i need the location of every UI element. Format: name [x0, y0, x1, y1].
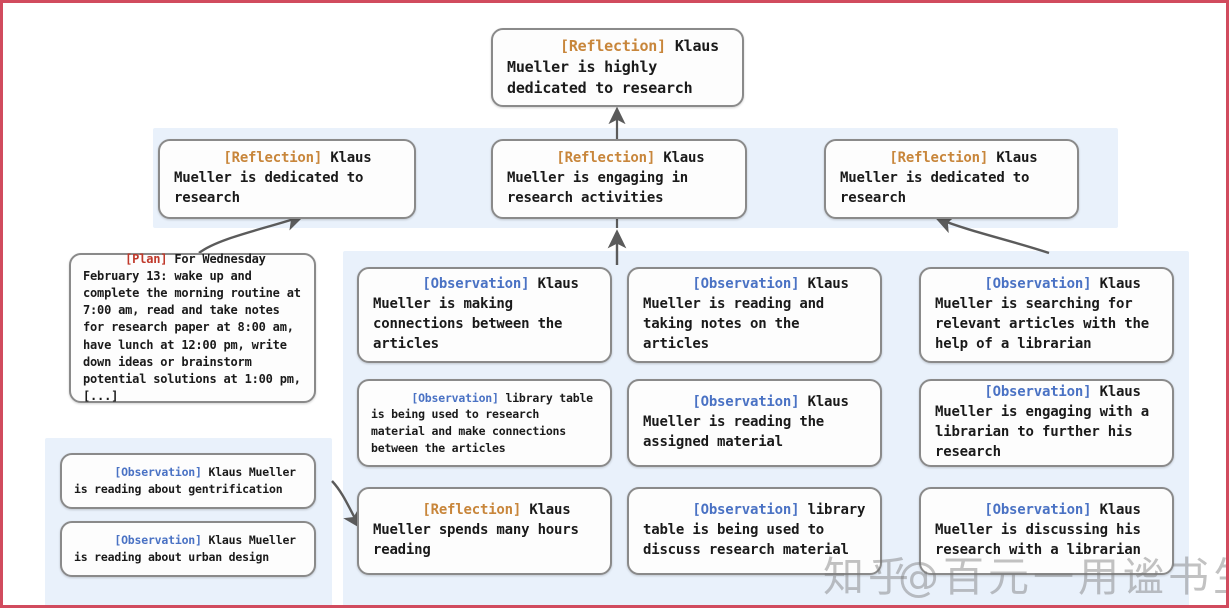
- node-col1-reflection[interactable]: [Reflection] Klaus Mueller spends many h…: [357, 487, 612, 575]
- node-text: Klaus Mueller is engaging with a librari…: [935, 384, 1158, 460]
- node-text: Klaus Mueller is dedicated to research: [174, 150, 380, 206]
- node-col1-observation-2[interactable]: [Observation] library table is being use…: [357, 379, 612, 467]
- tag-observation: [Observation]: [114, 533, 202, 548]
- tag-reflection: [Reflection]: [560, 36, 666, 55]
- tag-reflection: [Reflection]: [556, 150, 656, 167]
- node-bottomleft-observation-1[interactable]: [Observation] Klaus Mueller is reading a…: [60, 453, 316, 509]
- tag-observation: [Observation]: [411, 390, 499, 405]
- node-col3-observation-2[interactable]: [Observation] Klaus Mueller is engaging …: [919, 379, 1174, 467]
- node-text: Klaus Mueller is highly dedicated to res…: [507, 36, 728, 98]
- tag-observation: [Observation]: [984, 384, 1092, 401]
- node-col2-observation-1[interactable]: [Observation] Klaus Mueller is reading a…: [627, 267, 882, 363]
- node-plan[interactable]: [Plan] For Wednesday February 13: wake u…: [69, 252, 316, 403]
- node-text: Klaus Mueller is reading the assigned ma…: [643, 394, 857, 450]
- node-text: For Wednesday February 13: wake up and c…: [83, 252, 308, 403]
- node-text: Klaus Mueller is reading about urban des…: [74, 533, 303, 564]
- tag-observation: [Observation]: [692, 276, 800, 293]
- node-text: Klaus Mueller is making connections betw…: [373, 276, 587, 352]
- node-text: library table is being used to discuss r…: [643, 502, 874, 558]
- node-reflection-1[interactable]: [Reflection] Klaus Mueller is dedicated …: [158, 139, 416, 219]
- node-reflection-2[interactable]: [Reflection] Klaus Mueller is engaging i…: [491, 139, 747, 219]
- node-root-reflection[interactable]: [Reflection] Klaus Mueller is highly ded…: [491, 28, 744, 107]
- tag-plan: [Plan]: [125, 252, 168, 267]
- tag-reflection: [Reflection]: [889, 150, 989, 167]
- node-text: Klaus Mueller is searching for relevant …: [935, 276, 1158, 352]
- tag-observation: [Observation]: [692, 502, 800, 519]
- node-bottomleft-observation-2[interactable]: [Observation] Klaus Mueller is reading a…: [60, 521, 316, 577]
- node-text: Klaus Mueller is engaging in research ac…: [507, 150, 713, 206]
- node-col3-observation-3[interactable]: [Observation] Klaus Mueller is discussin…: [919, 487, 1174, 575]
- node-text: Klaus Mueller is reading and taking note…: [643, 276, 857, 352]
- tag-observation: [Observation]: [692, 394, 800, 411]
- tag-reflection: [Reflection]: [223, 150, 323, 167]
- node-text: Klaus Mueller is discussing his research…: [935, 502, 1149, 558]
- node-text: library table is being used to research …: [371, 390, 600, 455]
- node-col3-observation-1[interactable]: [Observation] Klaus Mueller is searching…: [919, 267, 1174, 363]
- node-text: Klaus Mueller is dedicated to research: [840, 150, 1046, 206]
- node-text: Klaus Mueller is reading about gentrific…: [74, 465, 303, 496]
- tag-observation: [Observation]: [422, 276, 530, 293]
- node-col2-observation-2[interactable]: [Observation] Klaus Mueller is reading t…: [627, 379, 882, 467]
- tag-observation: [Observation]: [984, 502, 1092, 519]
- node-reflection-3[interactable]: [Reflection] Klaus Mueller is dedicated …: [824, 139, 1079, 219]
- node-col2-observation-3[interactable]: [Observation] library table is being use…: [627, 487, 882, 575]
- node-text: Klaus Mueller spends many hours reading: [373, 502, 587, 558]
- tag-observation: [Observation]: [984, 276, 1092, 293]
- node-col1-observation-1[interactable]: [Observation] Klaus Mueller is making co…: [357, 267, 612, 363]
- tag-observation: [Observation]: [114, 465, 202, 480]
- tag-reflection: [Reflection]: [422, 502, 522, 519]
